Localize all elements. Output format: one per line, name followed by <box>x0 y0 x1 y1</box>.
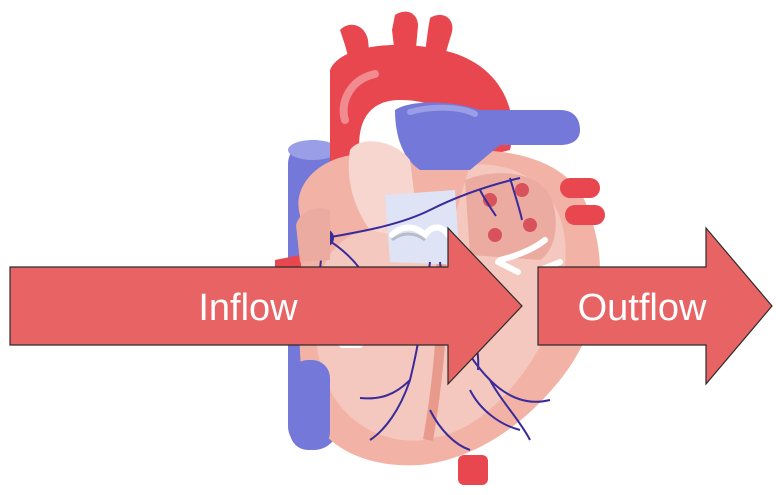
left-atrium <box>465 173 556 260</box>
aorta-bottom <box>458 455 488 485</box>
inferior-vena-cava <box>290 360 330 450</box>
inflow-label: Inflow <box>198 287 298 329</box>
heart-anatomy-icon <box>275 12 605 485</box>
outflow-label: Outflow <box>578 287 707 329</box>
